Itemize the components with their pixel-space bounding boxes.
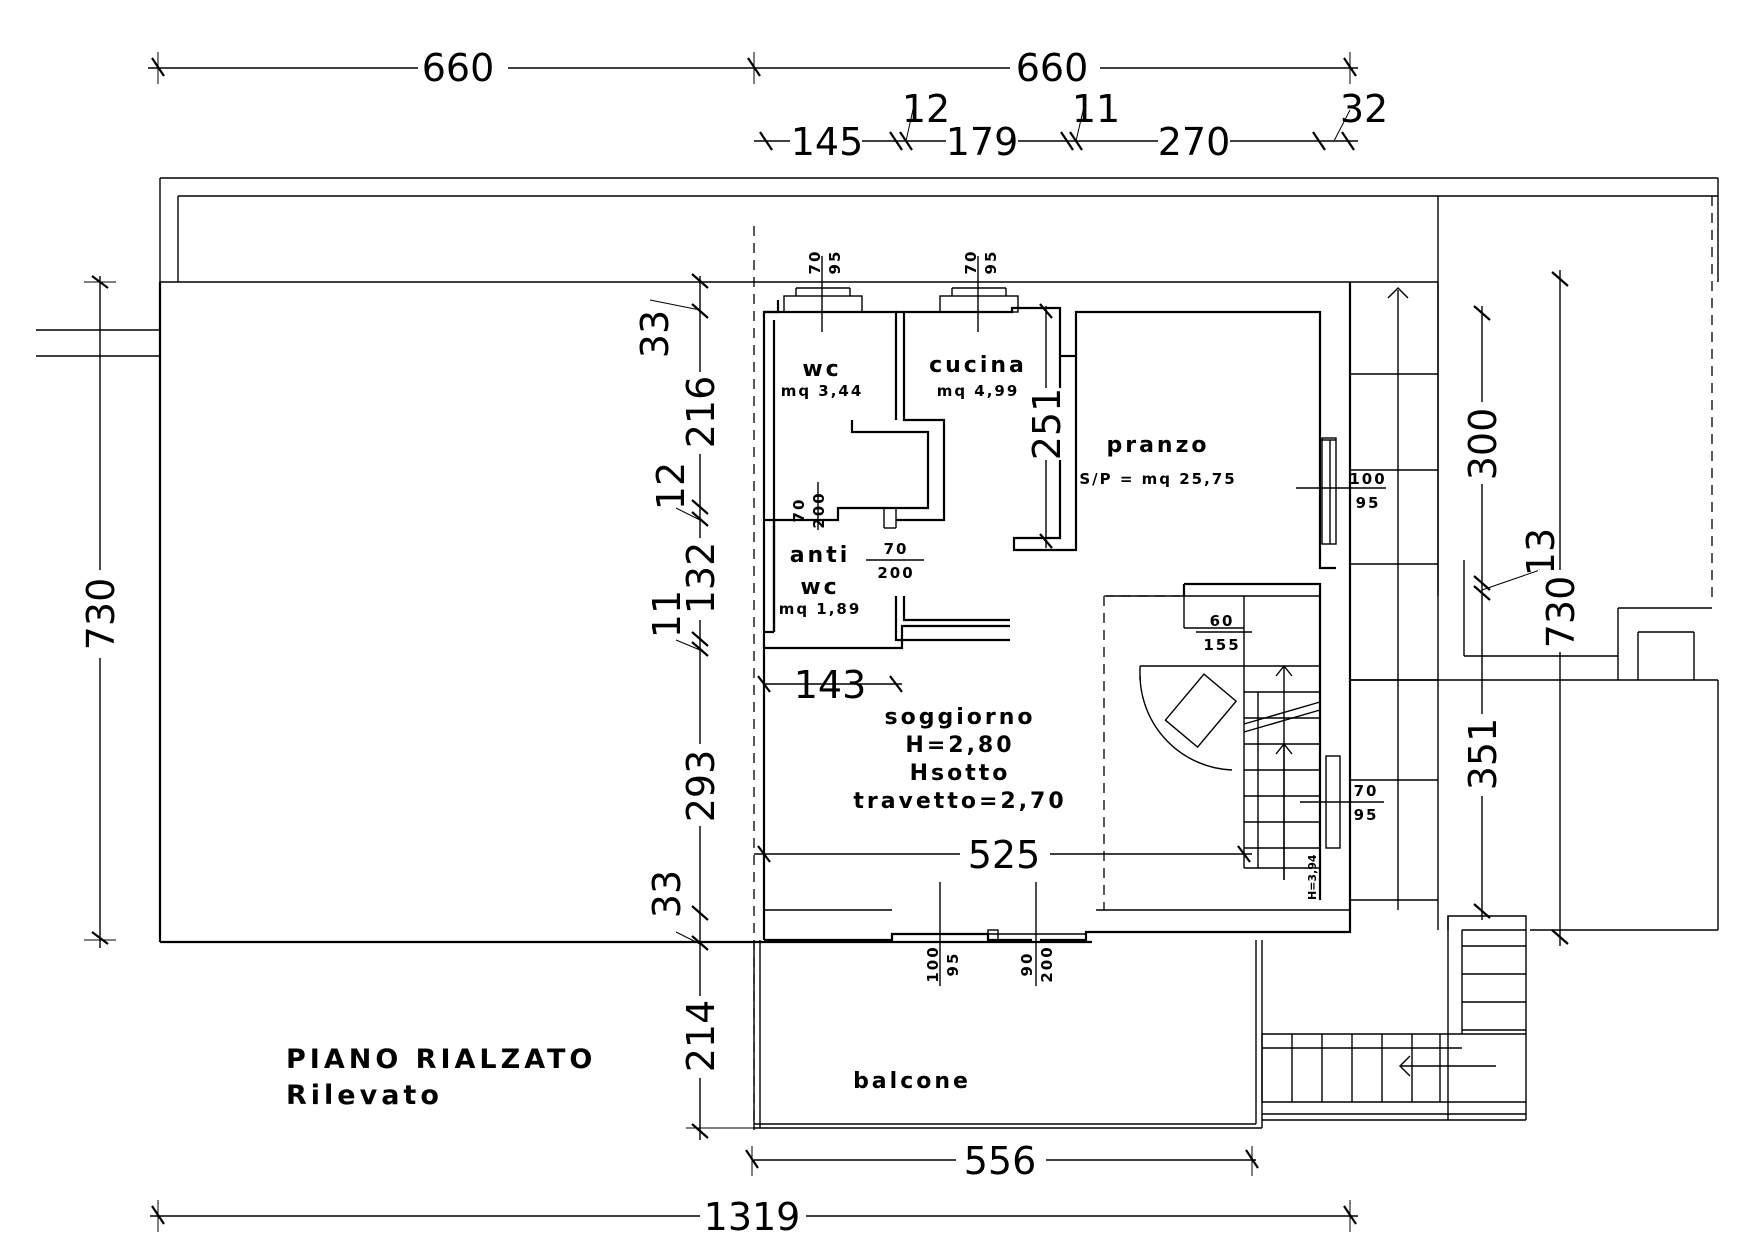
- dim-1319: 1319: [704, 1195, 801, 1239]
- room-balcone-name: balcone: [853, 1069, 971, 1094]
- top-subdimension-chain: 145 12 179 11 270 32: [754, 87, 1388, 164]
- room-soggiorno-hsotto: Hsotto: [910, 761, 1011, 786]
- dim-730-left: 730: [79, 578, 123, 651]
- room-labels: wc mq 3,44 cucina mq 4,99 pranzo S/P = m…: [779, 353, 1236, 1094]
- room-pranzo-area: S/P = mq 25,75: [1079, 470, 1236, 488]
- stair-window-width: 70: [1354, 782, 1379, 800]
- south-door-height: 200: [1038, 945, 1056, 982]
- room-wc-name: wc: [802, 357, 841, 382]
- room-soggiorno-h: H=2,80: [905, 733, 1014, 758]
- anti-door-width: 70: [884, 540, 909, 558]
- stair-opening-height: 155: [1203, 636, 1240, 654]
- room-soggiorno-name: soggiorno: [885, 705, 1036, 730]
- dim-13: 13: [1519, 528, 1563, 576]
- balcony-outline: [753, 940, 1263, 1130]
- wc-door-height: 200: [810, 491, 828, 528]
- room-antiwc-name1: anti: [790, 543, 851, 568]
- stair-opening-width: 60: [1210, 612, 1235, 630]
- wc-door-width: 70: [790, 498, 808, 523]
- dim-12-top: 12: [902, 87, 950, 131]
- south-door-width: 90: [1018, 952, 1036, 977]
- dim-143: 143: [794, 663, 867, 707]
- dim-556: 556: [964, 1139, 1037, 1183]
- south-window-height: 95: [944, 952, 962, 977]
- room-pranzo-name: pranzo: [1106, 433, 1209, 458]
- openings: 70 95 70 95 70 200 70 200 100 95 60 155 …: [783, 250, 1386, 986]
- dim-33-top: 33: [633, 310, 677, 358]
- right-dimension-chains: 300 13 351 730: [1460, 270, 1583, 946]
- dim-525: 525: [968, 833, 1041, 877]
- top-dimension-chain: 660 660: [148, 46, 1358, 90]
- pranzo-window-height: 95: [1356, 494, 1381, 512]
- room-cucina-name: cucina: [929, 353, 1027, 378]
- dim-145: 145: [791, 120, 864, 164]
- room-cucina-area: mq 4,99: [937, 382, 1020, 400]
- cucina-window-width: 70: [962, 250, 980, 275]
- cucina-window-height: 95: [982, 250, 1000, 275]
- south-window-width: 100: [924, 945, 942, 982]
- vertical-dimension-chain: 33 216 12 132 11 293 33 214: [633, 273, 760, 1140]
- dim-730-right: 730: [1539, 576, 1583, 649]
- dim-33-bottom: 33: [645, 870, 689, 918]
- room-antiwc-name2: wc: [800, 575, 839, 600]
- plan-title-line2: Rilevato: [286, 1080, 443, 1111]
- stair-window-height: 95: [1354, 806, 1379, 824]
- pranzo-window-width: 100: [1349, 470, 1386, 488]
- dim-300: 300: [1461, 408, 1505, 481]
- wc-window-height: 95: [826, 250, 844, 275]
- interior-stair: H=3,94: [1139, 596, 1321, 900]
- dim-216: 216: [679, 376, 723, 449]
- plan-title: PIANO RIALZATO Rilevato: [286, 1044, 596, 1111]
- dim-351: 351: [1461, 718, 1505, 791]
- room-soggiorno-travetto: travetto=2,70: [853, 789, 1066, 814]
- dim-251: 251: [1025, 388, 1069, 461]
- dim-660-right: 660: [1016, 46, 1089, 90]
- dim-11-vertical: 11: [645, 590, 689, 638]
- dim-179: 179: [946, 120, 1019, 164]
- dim-11-top: 11: [1072, 87, 1120, 131]
- dim-293: 293: [679, 750, 723, 823]
- anti-door-height: 200: [877, 564, 914, 582]
- dim-12-vertical: 12: [649, 462, 693, 510]
- room-wc-area: mq 3,44: [781, 382, 864, 400]
- room-antiwc-area: mq 1,89: [779, 600, 862, 618]
- left-dimension-chain: 730: [79, 275, 123, 948]
- dim-32: 32: [1340, 87, 1388, 131]
- plan-title-line1: PIANO RIALZATO: [286, 1044, 596, 1075]
- dim-270: 270: [1158, 120, 1231, 164]
- interior-dimensions: 251 143 525: [754, 303, 1252, 877]
- dim-214: 214: [679, 1000, 723, 1073]
- dim-660-left: 660: [422, 46, 495, 90]
- wc-window-width: 70: [806, 250, 824, 275]
- bottom-dimensions: 556 1319: [150, 1139, 1358, 1239]
- stair-height-label: H=3,94: [1306, 854, 1319, 900]
- dim-132: 132: [679, 542, 723, 615]
